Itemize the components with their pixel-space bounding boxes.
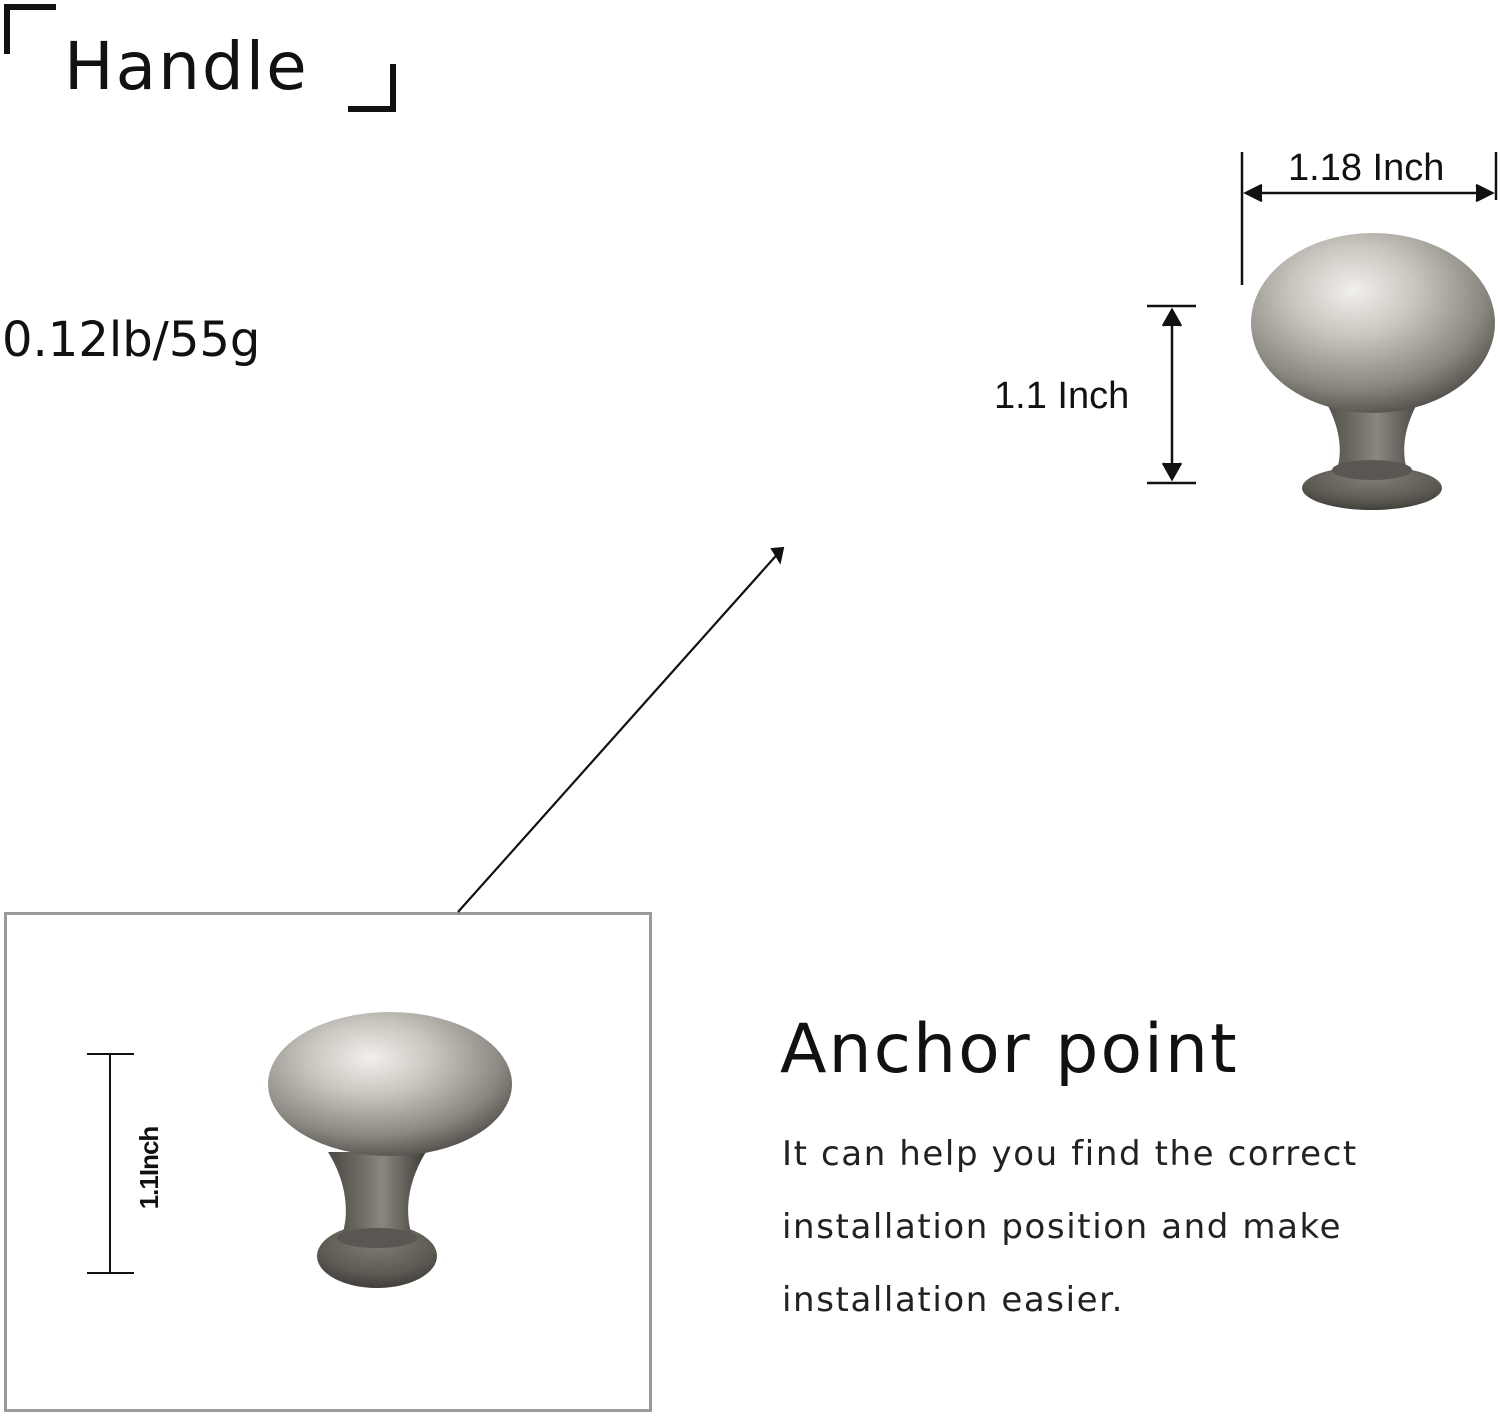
inset-frame — [4, 912, 652, 1412]
width-dimension-label: 1.18 Inch — [1288, 147, 1445, 189]
height-dimension-line — [1147, 304, 1196, 485]
page-title: Handle — [64, 28, 309, 105]
arrow-icon — [457, 546, 785, 913]
anchor-body-line: installation position and make — [782, 1207, 1343, 1247]
cabinet-knob-icon — [1251, 233, 1495, 510]
anchor-point-description: It can help you find the correct install… — [782, 1118, 1482, 1337]
anchor-body-line: installation easier. — [782, 1280, 1125, 1320]
inset-height-dimension-line — [87, 1053, 134, 1274]
title-bracket-right — [348, 64, 396, 112]
title-bracket-left — [4, 4, 56, 54]
anchor-body-line: It can help you find the correct — [782, 1134, 1358, 1174]
height-dimension-label: 1.1 Inch — [994, 375, 1130, 417]
anchor-point-heading: Anchor point — [780, 1010, 1239, 1089]
cabinet-knob-icon — [268, 1012, 512, 1288]
weight-label: 0.12lb/55g — [2, 312, 261, 368]
width-dimension-line — [1240, 152, 1498, 285]
